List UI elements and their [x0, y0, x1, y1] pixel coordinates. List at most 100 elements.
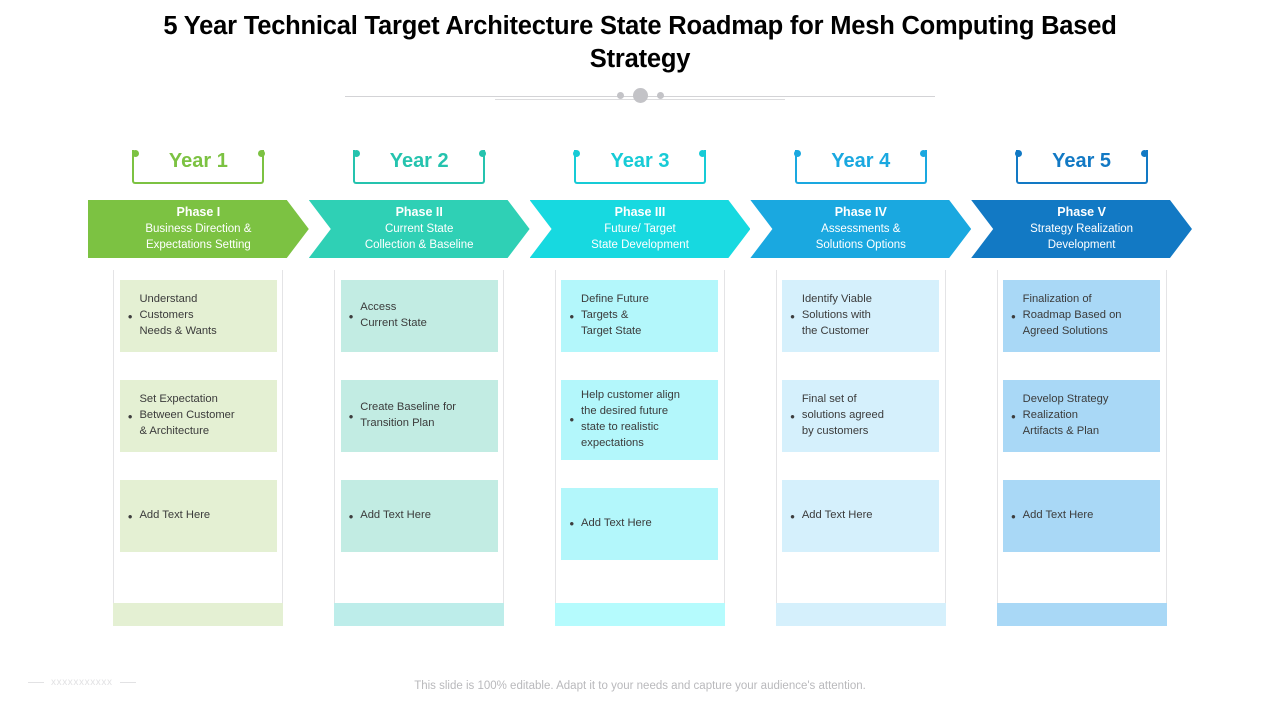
phase-subtitle: Future/ Target State Development: [591, 223, 689, 251]
phase-title: Phase II: [395, 205, 443, 220]
phase-chevron-2[interactable]: Phase II Current State Collection & Basel…: [309, 200, 530, 258]
year-badge-dot-right-icon: [1141, 150, 1149, 157]
card-text: Add Text Here: [1022, 509, 1094, 522]
cards-column-4: • Identify Viable Solutions with the Cust…: [750, 270, 971, 626]
card-text: Add Text Here: [581, 516, 652, 529]
watermark-text: xxxxxxxxxxx: [51, 677, 113, 688]
card-text: Create Baseline for Transition Plan: [360, 401, 457, 429]
title-block: 5 Year Technical Target Architecture Sta…: [0, 0, 1280, 107]
bullet-icon: •: [127, 408, 133, 424]
year-badge-1[interactable]: Year 1: [131, 140, 265, 184]
year-label: Year 2: [389, 150, 449, 172]
card-text: Define Future Targets & Target State: [581, 293, 649, 337]
content-card[interactable]: • Final set of solutions agreed by custom…: [782, 380, 940, 452]
year-column-1: Year 1: [88, 140, 309, 190]
bullet-icon: •: [127, 508, 133, 524]
content-card[interactable]: •Access Current State: [340, 280, 498, 352]
card-text: Understand Customers Needs & Wants: [139, 293, 217, 337]
content-cards-row: •Understand Customers Needs & Wants•Set …: [88, 270, 1192, 626]
cards-column-2: •Access Current State•Create Baseline fo…: [309, 270, 530, 626]
year-badge-dot-right-icon: [257, 150, 265, 157]
watermark-rule-left: [28, 682, 44, 683]
year-badge-bracket: [131, 150, 265, 184]
year-badge-bracket: [1015, 150, 1149, 184]
content-card[interactable]: • Create Baseline for Transition Plan: [340, 380, 498, 452]
column-accent-bar: [554, 603, 725, 626]
card-text: Add Text Here: [360, 509, 431, 522]
watermark-rule-right: [119, 682, 136, 683]
content-card[interactable]: •Understand Customers Needs & Wants: [119, 280, 277, 352]
year-badge-dot-left-icon: [794, 150, 802, 157]
content-card[interactable]: • Help customer align the desired future …: [561, 380, 719, 460]
card-text: Identify Viable Solutions with the Custo…: [801, 293, 872, 337]
content-card[interactable]: • Develop Strategy Realization Artifacts …: [1003, 380, 1161, 452]
bullet-icon: •: [569, 516, 575, 532]
bullet-icon: •: [1011, 308, 1016, 324]
content-card[interactable]: • Define Future Targets & Target State: [561, 280, 719, 352]
bullet-icon: •: [1011, 408, 1016, 424]
card-text: Final set of solutions agreed by custome…: [801, 393, 884, 437]
phase-subtitle: Assessments & Solutions Options: [815, 223, 906, 251]
cards-column-5: • Finalization of Roadmap Based on Agreed…: [971, 270, 1192, 626]
card-stack-5: • Finalization of Roadmap Based on Agreed…: [996, 270, 1167, 626]
content-card[interactable]: • Set Expectation Between Customer & Arch…: [119, 380, 277, 452]
column-accent-bar: [334, 603, 505, 626]
card-stack-3: • Define Future Targets & Target State • He…: [554, 270, 725, 626]
phase-title: Phase III: [614, 205, 666, 220]
phase-title: Phase I: [176, 205, 221, 220]
divider-dot-center-icon: [632, 88, 648, 104]
card-stack-1: •Understand Customers Needs & Wants•Set …: [113, 270, 284, 626]
bullet-icon: •: [569, 308, 575, 324]
phase-column-3: Phase III Future/ Target State Developmen…: [530, 200, 751, 258]
year-badge-bracket: [573, 150, 707, 184]
cards-column-3: • Define Future Targets & Target State • He…: [530, 270, 751, 626]
bullet-icon: •: [348, 408, 354, 424]
year-badge-bracket: [794, 150, 928, 184]
phase-column-2: Phase II Current State Collection & Basel…: [309, 200, 530, 258]
content-card[interactable]: • Finalization of Roadmap Based on Agreed…: [1003, 280, 1161, 352]
card-text: Develop Strategy Realization Artifacts &…: [1022, 393, 1109, 437]
card-text: Access Current State: [360, 301, 427, 329]
phase-chevron-3[interactable]: Phase III Future/ Target State Developmen…: [530, 200, 751, 258]
card-stack-4: • Identify Viable Solutions with the Cust…: [775, 270, 946, 626]
bullet-icon: •: [569, 412, 575, 428]
year-column-4: Year 4: [750, 140, 971, 190]
content-card[interactable]: • Add Text Here: [340, 480, 498, 552]
year-badge-2[interactable]: Year 2: [352, 140, 486, 184]
content-card[interactable]: •Add Text Here: [119, 480, 277, 552]
year-badge-dot-right-icon: [478, 150, 486, 157]
column-accent-bar: [996, 603, 1167, 626]
content-card[interactable]: •Add Text Here: [782, 480, 940, 552]
bullet-icon: •: [790, 408, 795, 424]
year-column-5: Year 5: [971, 140, 1192, 190]
phase-subtitle: Current State Collection & Baseline: [364, 223, 474, 251]
column-accent-bar: [775, 603, 946, 626]
card-text: Help customer align the desired future s…: [581, 389, 680, 449]
year-column-3: Year 3: [530, 140, 751, 190]
bullet-icon: •: [348, 508, 354, 524]
content-card[interactable]: • Add Text Here: [561, 487, 719, 560]
content-card[interactable]: •Add Text Here: [1003, 480, 1161, 552]
column-accent-bar: [113, 603, 284, 626]
divider-dot-right-icon: [656, 92, 664, 100]
year-badge-3[interactable]: Year 3: [573, 140, 707, 184]
card-text: Set Expectation Between Customer & Archi…: [139, 393, 235, 437]
page-title: 5 Year Technical Target Architecture Sta…: [163, 12, 1117, 73]
content-card[interactable]: • Identify Viable Solutions with the Cust…: [782, 280, 940, 352]
cards-column-1: •Understand Customers Needs & Wants•Set …: [88, 270, 309, 626]
year-badge-dot-right-icon: [699, 150, 707, 157]
bullet-icon: •: [790, 308, 795, 324]
title-divider-ornament: [345, 85, 935, 107]
card-text: Finalization of Roadmap Based on Agreed …: [1022, 293, 1122, 337]
year-column-2: Year 2: [309, 140, 530, 190]
year-label: Year 4: [831, 150, 891, 172]
year-label: Year 1: [168, 150, 228, 172]
year-badge-5[interactable]: Year 5: [1015, 140, 1149, 184]
year-badge-4[interactable]: Year 4: [794, 140, 928, 184]
